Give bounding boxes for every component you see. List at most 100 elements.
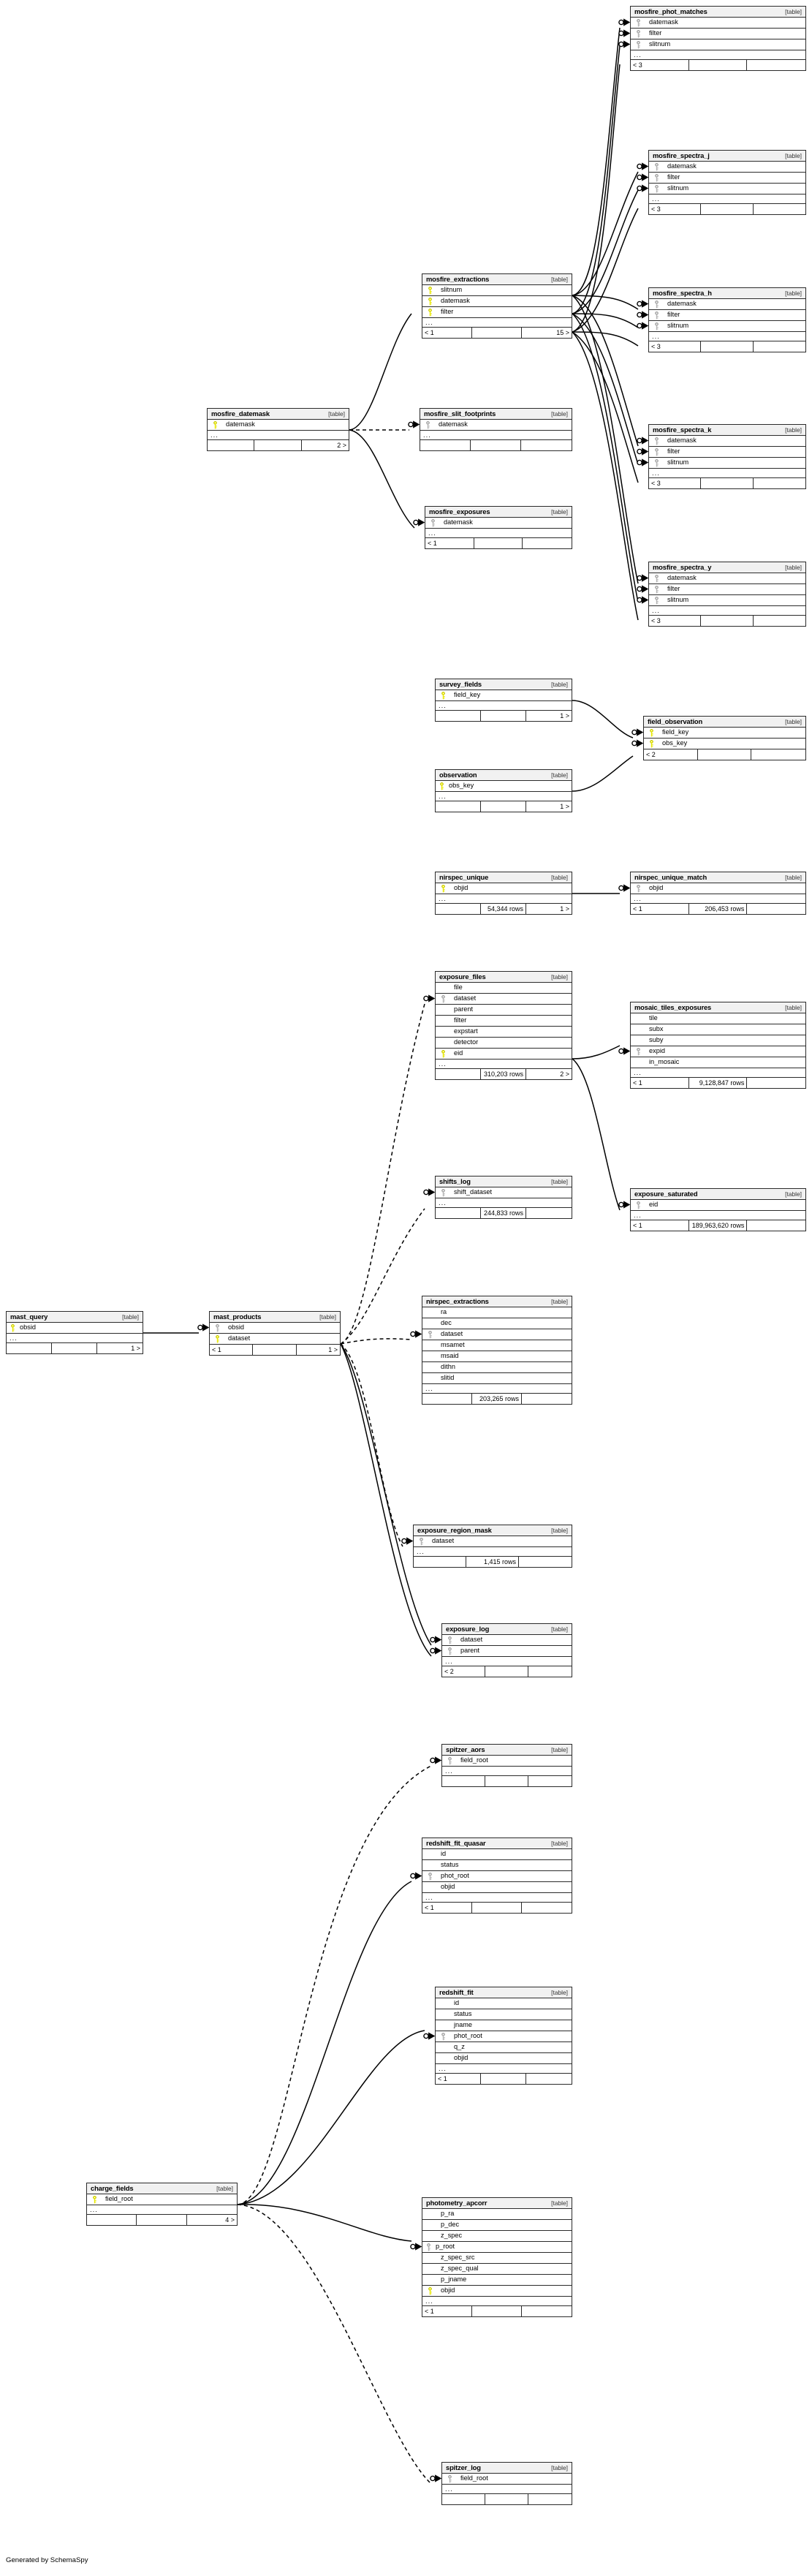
column-row-photometry_apcorr-p_jname[interactable]: p_jname: [422, 2275, 572, 2286]
column-row-exposure_files-eid[interactable]: eid: [436, 1049, 572, 1060]
column-row-spitzer_aors-field_root[interactable]: field_root: [442, 1756, 572, 1767]
column-row-redshift_fit-objid[interactable]: objid: [436, 2053, 572, 2064]
column-row-redshift_fit_quasar-id[interactable]: id: [422, 1849, 572, 1860]
column-row-mast_query-obsid[interactable]: obsid: [7, 1323, 143, 1334]
column-row-mosfire_extractions-slitnum[interactable]: slitnum: [422, 285, 572, 296]
column-row-exposure_files-filter[interactable]: filter: [436, 1016, 572, 1027]
table-shifts_log[interactable]: shifts_log[table]shift_dataset...244,833…: [435, 1176, 572, 1219]
column-row-field_observation-field_key[interactable]: field_key: [644, 728, 805, 739]
column-row-mosaic_tiles_exposures-suby[interactable]: suby: [631, 1035, 805, 1046]
column-row-nirspec_extractions-dithn[interactable]: dithn: [422, 1362, 572, 1373]
column-row-redshift_fit_quasar-phot_root[interactable]: phot_root: [422, 1871, 572, 1882]
column-row-mosfire_spectra_k-datemask[interactable]: datemask: [649, 436, 805, 447]
table-mosfire_exposures[interactable]: mosfire_exposures[table]datemask...< 1: [425, 506, 572, 549]
table-nirspec_unique[interactable]: nirspec_unique[table]objid...54,344 rows…: [435, 872, 572, 915]
column-row-photometry_apcorr-z_spec[interactable]: z_spec: [422, 2231, 572, 2242]
column-row-exposure_saturated-eid[interactable]: eid: [631, 1200, 805, 1211]
column-row-mosfire_spectra_k-filter[interactable]: filter: [649, 447, 805, 458]
column-row-mosfire_spectra_j-filter[interactable]: filter: [649, 173, 805, 184]
column-row-exposure_files-dataset[interactable]: dataset: [436, 994, 572, 1005]
column-row-charge_fields-field_root[interactable]: field_root: [87, 2194, 237, 2205]
column-row-photometry_apcorr-p_ra[interactable]: p_ra: [422, 2209, 572, 2220]
column-row-exposure_log-parent[interactable]: parent: [442, 1646, 572, 1657]
column-row-mosfire_spectra_y-filter[interactable]: filter: [649, 584, 805, 595]
column-row-mosfire_extractions-datemask[interactable]: datemask: [422, 296, 572, 307]
column-row-mosfire_exposures-datemask[interactable]: datemask: [425, 518, 572, 529]
column-row-shifts_log-shift_dataset[interactable]: shift_dataset: [436, 1187, 572, 1198]
column-row-exposure_files-parent[interactable]: parent: [436, 1005, 572, 1016]
column-row-mast_products-obsid[interactable]: obsid: [210, 1323, 340, 1334]
column-row-mosaic_tiles_exposures-tile[interactable]: tile: [631, 1013, 805, 1024]
table-spitzer_log[interactable]: spitzer_log[table]field_root...: [441, 2462, 572, 2505]
column-row-field_observation-obs_key[interactable]: obs_key: [644, 739, 805, 749]
column-row-mosaic_tiles_exposures-subx[interactable]: subx: [631, 1024, 805, 1035]
column-row-mosfire_spectra_y-datemask[interactable]: datemask: [649, 573, 805, 584]
column-row-nirspec_unique-objid[interactable]: objid: [436, 883, 572, 894]
column-row-mosfire_spectra_j-datemask[interactable]: datemask: [649, 162, 805, 173]
column-row-survey_fields-field_key[interactable]: field_key: [436, 690, 572, 701]
table-exposure_region_mask[interactable]: exposure_region_mask[table]dataset...1,4…: [413, 1525, 572, 1568]
column-row-mosfire_spectra_h-datemask[interactable]: datemask: [649, 299, 805, 310]
column-row-exposure_files-detector[interactable]: detector: [436, 1038, 572, 1049]
column-row-mast_products-dataset[interactable]: dataset: [210, 1334, 340, 1345]
column-row-redshift_fit-q_z[interactable]: q_z: [436, 2042, 572, 2053]
column-row-mosfire_spectra_h-slitnum[interactable]: slitnum: [649, 321, 805, 332]
column-row-exposure_files-expstart[interactable]: expstart: [436, 1027, 572, 1038]
column-row-redshift_fit_quasar-objid[interactable]: objid: [422, 1882, 572, 1893]
column-row-mosaic_tiles_exposures-in_mosaic[interactable]: in_mosaic: [631, 1057, 805, 1068]
column-row-exposure_files-file[interactable]: file: [436, 983, 572, 994]
column-row-mosfire_spectra_y-slitnum[interactable]: slitnum: [649, 595, 805, 606]
column-row-nirspec_extractions-ra[interactable]: ra: [422, 1307, 572, 1318]
table-spitzer_aors[interactable]: spitzer_aors[table]field_root...: [441, 1744, 572, 1787]
column-row-nirspec_unique_match-objid[interactable]: objid: [631, 883, 805, 894]
column-row-nirspec_extractions-msaid[interactable]: msaid: [422, 1351, 572, 1362]
table-observation[interactable]: observation[table]obs_key...1 >: [435, 769, 572, 812]
table-survey_fields[interactable]: survey_fields[table]field_key...1 >: [435, 679, 572, 722]
column-row-redshift_fit-jname[interactable]: jname: [436, 2020, 572, 2031]
column-row-photometry_apcorr-p_root[interactable]: p_root: [422, 2242, 572, 2253]
column-row-photometry_apcorr-objid[interactable]: objid: [422, 2286, 572, 2297]
column-row-mosfire_phot_matches-datemask[interactable]: datemask: [631, 18, 805, 29]
table-charge_fields[interactable]: charge_fields[table]field_root...4 >: [86, 2183, 238, 2226]
column-row-mosfire_phot_matches-slitnum[interactable]: slitnum: [631, 39, 805, 50]
column-row-redshift_fit-id[interactable]: id: [436, 1998, 572, 2009]
column-row-photometry_apcorr-z_spec_src[interactable]: z_spec_src: [422, 2253, 572, 2264]
column-row-exposure_region_mask-dataset[interactable]: dataset: [414, 1536, 572, 1547]
column-row-mosfire_phot_matches-filter[interactable]: filter: [631, 29, 805, 39]
column-row-mosfire_extractions-filter[interactable]: filter: [422, 307, 572, 318]
column-row-observation-obs_key[interactable]: obs_key: [436, 781, 572, 792]
column-row-spitzer_log-field_root[interactable]: field_root: [442, 2474, 572, 2485]
column-row-nirspec_extractions-slitid[interactable]: slitid: [422, 1373, 572, 1384]
column-row-photometry_apcorr-z_spec_qual[interactable]: z_spec_qual: [422, 2264, 572, 2275]
column-row-mosfire_spectra_h-filter[interactable]: filter: [649, 310, 805, 321]
table-mast_query[interactable]: mast_query[table]obsid...1 >: [6, 1311, 143, 1354]
column-row-redshift_fit_quasar-status[interactable]: status: [422, 1860, 572, 1871]
column-row-mosfire_slit_footprints-datemask[interactable]: datemask: [420, 420, 572, 431]
column-row-nirspec_extractions-dataset[interactable]: dataset: [422, 1329, 572, 1340]
column-row-mosfire_spectra_j-slitnum[interactable]: slitnum: [649, 184, 805, 194]
column-row-redshift_fit-status[interactable]: status: [436, 2009, 572, 2020]
table-mosfire_datemask[interactable]: mosfire_datemask[table]datemask...2 >: [207, 408, 349, 451]
column-row-photometry_apcorr-p_dec[interactable]: p_dec: [422, 2220, 572, 2231]
column-row-nirspec_extractions-msamet[interactable]: msamet: [422, 1340, 572, 1351]
column-row-nirspec_extractions-dec[interactable]: dec: [422, 1318, 572, 1329]
column-row-mosaic_tiles_exposures-expid[interactable]: expid: [631, 1046, 805, 1057]
column-row-redshift_fit-phot_root[interactable]: phot_root: [436, 2031, 572, 2042]
table-mosfire_slit_footprints[interactable]: mosfire_slit_footprints[table]datemask..…: [420, 408, 572, 451]
